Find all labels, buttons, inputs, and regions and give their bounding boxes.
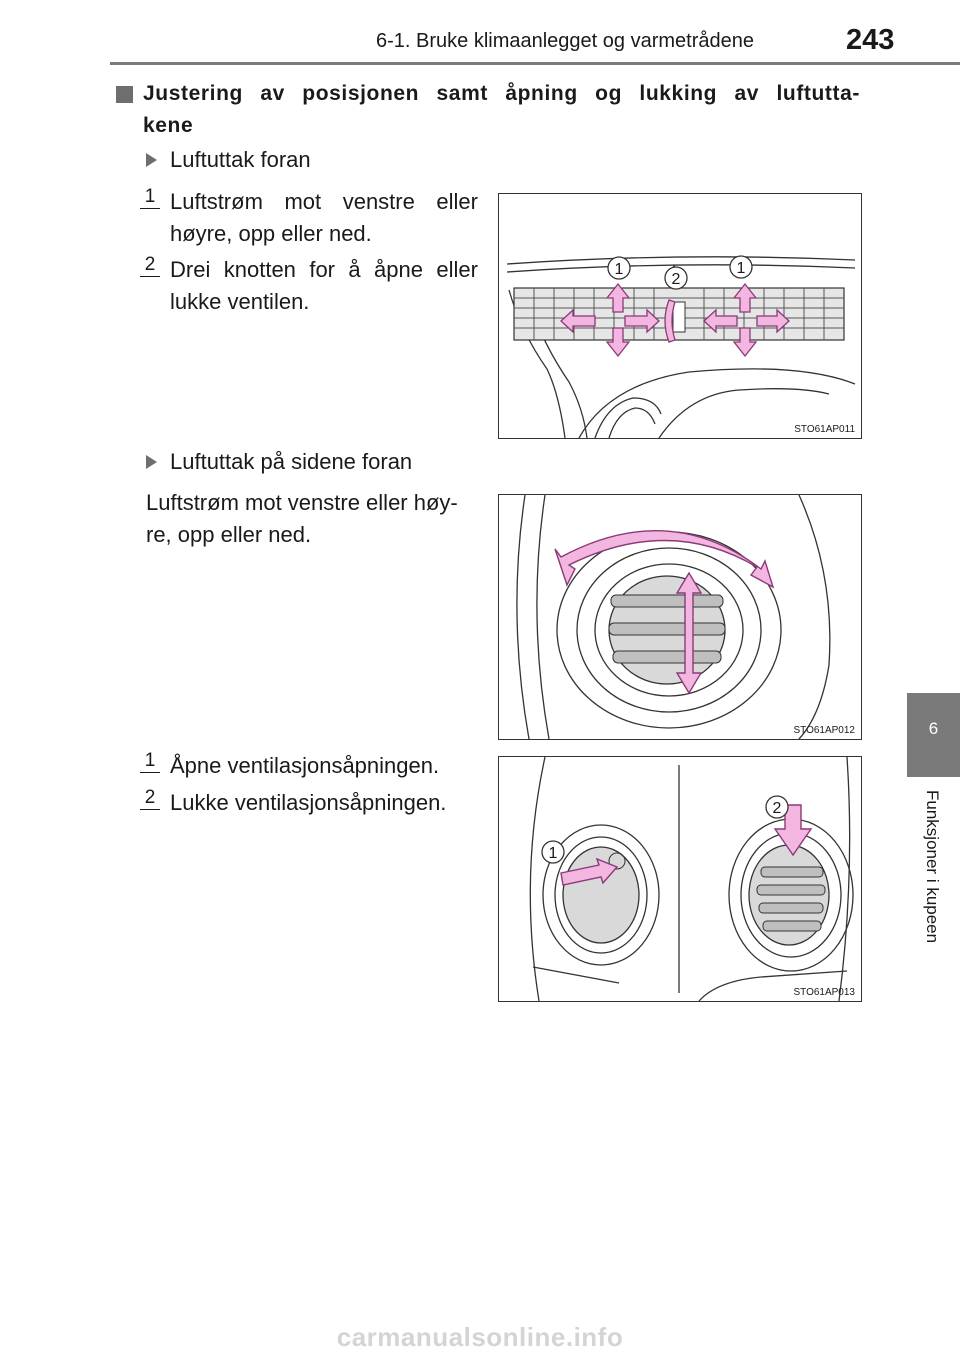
triangle-bullet-icon xyxy=(146,455,157,469)
triangle-bullet-icon xyxy=(146,153,157,167)
step-text: Lukke ventilasjonsåpningen. xyxy=(170,790,447,815)
step-item: 2 Drei knotten for å åpne eller lukke ve… xyxy=(140,254,478,318)
side-vent-illustration xyxy=(516,495,831,739)
page-number: 243 xyxy=(846,24,895,56)
callout-2: 2 xyxy=(773,800,782,817)
figure-code: STO61AP011 xyxy=(794,424,855,435)
figure-code: STO61AP013 xyxy=(793,987,855,998)
figure-front-vents: 1 2 1 STO61AP011 xyxy=(498,193,862,439)
front-vents-illustration: 1 2 1 xyxy=(506,255,856,438)
step-item: 1 Luftstrøm mot venstre eller høyre, opp… xyxy=(140,186,478,250)
figure-vent-open-close: 1 2 STO61AP013 xyxy=(498,756,862,1002)
subheading-side-vents: Luftuttak på sidene foran xyxy=(146,449,412,475)
callout-1: 1 xyxy=(737,260,746,277)
watermark: carmanualsonline.info xyxy=(336,1322,624,1352)
chapter-side-label: Funksjoner i kupeen xyxy=(920,790,950,990)
subheading-front-vents: Luftuttak foran xyxy=(146,147,311,173)
figure-side-vent-airflow: STO61AP012 xyxy=(498,494,862,740)
chapter-number: 6 xyxy=(928,719,939,738)
callout-2: 2 xyxy=(672,271,681,288)
chapter-tab[interactable]: 6 xyxy=(907,693,960,777)
paragraph: Luftstrøm mot venstre eller høy-re, opp … xyxy=(146,490,458,547)
subheading-text: Luftuttak foran xyxy=(170,147,311,172)
step-text: Åpne ventilasjonsåpningen. xyxy=(170,753,440,778)
figure-code: STO61AP012 xyxy=(793,725,855,736)
step-item: 2 Lukke ventilasjonsåpningen. xyxy=(140,787,478,819)
header-rule xyxy=(110,62,960,65)
vent-open-close-illustration: 1 2 xyxy=(529,757,854,1001)
step-text: Luftstrøm mot venstre eller høyre, opp e… xyxy=(170,189,478,246)
square-bullet-icon xyxy=(116,86,133,103)
callout-1: 1 xyxy=(615,261,624,278)
step-number: 1 xyxy=(140,750,160,773)
running-head: 6-1. Bruke klimaanlegget og varmetrådene xyxy=(376,30,754,52)
chapter-label-text: Funksjoner i kupeen xyxy=(923,790,942,944)
step-number: 2 xyxy=(140,787,160,810)
step-number: 2 xyxy=(140,254,160,277)
step-text: Drei knotten for å åpne eller lukke vent… xyxy=(170,257,478,314)
subheading-text: Luftuttak på sidene foran xyxy=(170,449,413,474)
step-item: 1 Åpne ventilasjonsåpningen. xyxy=(140,750,478,782)
section-title: Justering av posisjonen samt åpning og l… xyxy=(116,78,860,142)
section-title-text: Justering av posisjonen samt åpning og l… xyxy=(143,82,860,137)
step-number: 1 xyxy=(140,186,160,209)
callout-1: 1 xyxy=(549,845,558,862)
